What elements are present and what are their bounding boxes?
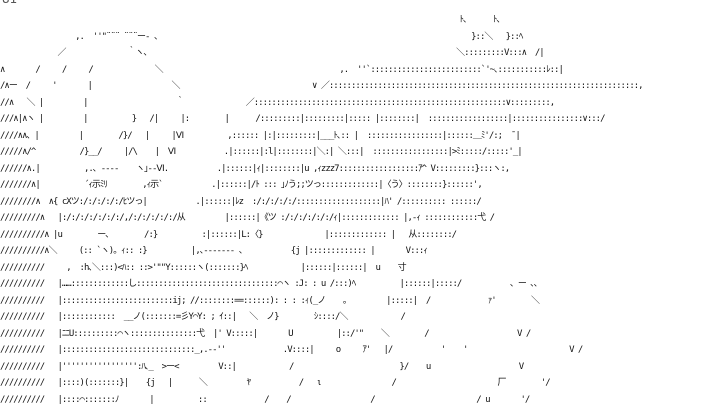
art-line: ////////// |::::)(:::::::}| {j | ＼ ﾔ / ι… (0, 375, 704, 392)
art-line: ////////// |ﾆﾆU::::::::::⌒ヽ:::::::::::::… (0, 326, 704, 343)
art-line: ///////∧| ´ｨ示ﾐﾘ ,ｨ示` .|::::::|/ﾄ ::: ｣ﾉう… (0, 177, 704, 194)
art-line: //////////∧＼ (:: `ヽ)｡ ｨ:: :} |,､------- … (0, 243, 704, 260)
art-line: ///∧|∧ヽ | | } /| |: | /:::::::::|:::::::… (0, 111, 704, 128)
art-line: ////////// |:::::::::::::::::::::::::ij;… (0, 293, 704, 310)
page-number: 81 (2, 0, 17, 6)
art-line: ////∧∧､ | | /}/ | |Ⅵ ,:::::: |:|::::::::… (0, 128, 704, 145)
art-line: //////////∧ |u ー､ /:} :|::::::|L:〈} |:::… (0, 227, 704, 244)
art-line: /////∧/^ /}__/ |/\ | Ⅵ .|::::::|:l|:::::… (0, 144, 704, 161)
art-line: ////////// |::::⌒:::::::ﾉ | :: / / / / u… (0, 392, 704, 408)
art-line: ﾄ､ ﾄ､ (0, 12, 704, 29)
art-line: ／ ｀ヽ、 ＼:::::::::V:::∧ /| (0, 45, 704, 62)
art-line: ////////// |……:::::::::::::し::::::::::::… (0, 276, 704, 293)
art-line: ////////// |:::::::::::: __ノ(:::::::=彡Y⌒… (0, 309, 704, 326)
art-line: /////////∧ |:/:/:/:/:/:/:/,/:/:/:/:/:/从 … (0, 210, 704, 227)
art-line: ////////// , :h､＼:::)<ﾊ:: ::>'""Y::::::ヽ… (0, 260, 704, 277)
art-line: //∧ ＼ | | ｀ ／:::::::::::::::::::::::::::… (0, 95, 704, 112)
art-line: ////////∧ ∧{ cXツ:/:/:/:/:/ﾋツっ| .|::::::|… (0, 194, 704, 211)
art-line: ////////// |''''''''''''''''':ﾊ､_ >ー< V:… (0, 359, 704, 376)
ascii-art: ﾄ､ ﾄ､ ,. ''"¨¨¨ ¨¨¨ー- 、 }::＼ }::ﾍ ／ ｀ヽ、 (0, 12, 704, 408)
art-line: ∧ / / / ＼ ,. ''`::::::::::::::::::::::::… (0, 62, 704, 79)
art-line: ,. ''"¨¨¨ ¨¨¨ー- 、 }::＼ }::ﾍ (0, 29, 704, 46)
art-line: //////∧.| ,.､ ---- ヽ｣--Ⅵ. .|::::::|ｨ|:::… (0, 161, 704, 178)
art-line: /∧ー / ' | ＼ ∨ ／:::::::::::::::::::::::::… (0, 78, 704, 95)
art-line: ////////// |::::::::::::::::::::::::::::… (0, 342, 704, 359)
